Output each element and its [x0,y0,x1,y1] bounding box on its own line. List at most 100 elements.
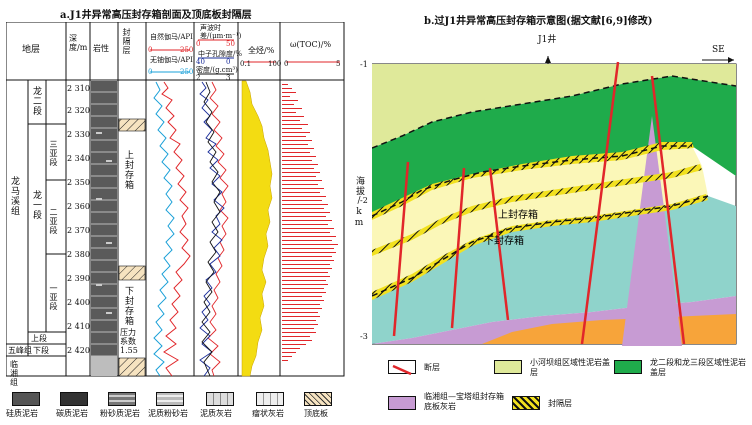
legend-roof-floor: 顶底板 [304,409,328,418]
header-depth: 深度/m [69,34,88,52]
legend-seal-layer: 封隔层 [548,399,572,408]
acoustic-min: 0 [196,40,201,48]
nodular-limestone-icon [256,392,284,406]
depth-2340: 2 340 [67,154,90,163]
pressure-coefficient: 压力系数1.55 [120,328,138,355]
legend-nodular-limestone: 瘤状灰岩 [252,409,284,418]
depth-2400: 2 400 [67,298,90,307]
depth-2390: 2 390 [67,274,90,283]
header-gr-natural: 自然伽马/API [150,33,193,41]
muddy-limestone-icon [206,392,234,406]
header-gr-nou: 无铀伽马/API [150,56,193,64]
upper-box-layer [372,146,702,252]
long23-layer [372,76,736,216]
legend-muddy-siltstone: 泥质粉砂岩 [148,409,188,418]
neutron-curve [199,81,225,377]
acoustic-max: 50 [226,40,235,48]
carbonaceous-mudstone-icon [60,392,88,406]
lower-seal-box [118,357,146,377]
muddy-siltstone-icon [156,392,184,406]
linxiang-floor-icon [388,396,416,410]
legend-fault: 断层 [424,363,440,372]
long23-cap-icon [614,360,642,374]
right-legend: 断层 小河坝组区域性泥岩盖层 龙二段和龙三段区域性泥岩盖层 临湘组—宝塔组封存箱… [388,356,752,424]
lower-box-text: 下封存箱 [484,234,524,247]
depth-2360: 2 360 [67,202,90,211]
left-title: a.J1井异常高压封存箱剖面及顶底板封隔层 [60,10,252,21]
legend-siliceous-mudstone: 硅质泥岩 [6,409,38,418]
well-label: J1井 [538,35,557,45]
neutron-max: 0 [226,58,231,66]
siliceous-mudstone-icon [12,392,40,406]
fault-icon [388,360,416,376]
density-min: 2 [196,74,201,82]
neutron-min: 40 [196,58,205,66]
toc-max: 5 [336,60,341,68]
header-density: 密度/(g.cm³) [196,66,238,74]
right-title: b.过J1井异常高压封存箱示意图(据文献[6,9]修改) [424,16,653,27]
wufeng-formation: 五峰组 [8,346,32,355]
formation-longmaxi: 龙马溪组 [9,176,19,216]
depth-2370: 2 370 [67,226,90,235]
upper-section: 上段 [31,334,47,343]
header-neutron: 中子孔隙度/% [198,50,243,58]
depth-2410: 2 410 [67,322,90,331]
depth-2330: 2 330 [67,130,90,139]
upper-box-label: 上封存箱 [123,150,133,190]
header-seal: 封隔层 [122,28,131,55]
upper-seal-box [118,118,146,132]
depth-2350: 2 350 [67,178,90,187]
silty-mudstone-icon [108,392,136,406]
total-hydrocarbon-fill [241,80,273,377]
lower-box-layer [372,166,708,296]
acoustic-curve [207,81,229,377]
gas-min: 0.1 [240,60,252,68]
legend-silty-mudstone: 粉砂质泥岩 [100,409,140,418]
member-long1: 龙一段 [31,190,41,220]
ytick-1: -1 [360,60,368,69]
lower-box-label: 下封存箱 [123,286,133,326]
legend-long23: 龙二段和龙三段区域性泥岩盖层 [650,358,746,377]
legend-muddy-limestone: 泥质灰岩 [200,409,232,418]
seal-stripe-2 [372,164,702,256]
xiaoheba-cap-icon [494,360,522,374]
upper-box-text: 上封存箱 [498,208,538,221]
header-lithology: 岩性 [93,44,109,53]
gr-nou-max: 250 [180,68,194,76]
legend-xiaoheba: 小河坝组区域性泥岩盖层 [530,358,610,377]
gr-natural-max: 250 [180,46,194,54]
uranium-free-gamma-curve [153,81,175,377]
gas-max: 100 [268,60,282,68]
xiaoheba-layer [372,64,736,148]
gr-nou-min: 0 [148,68,153,76]
legend-linxiang: 临湘组—宝塔组封存箱底板灰岩 [424,392,504,411]
header-toc: ω(TOC)/% [290,40,332,49]
lower-section: 下段 [33,346,49,355]
toc-min: 0 [284,60,289,68]
gr-natural-min: 0 [148,46,153,54]
density-curve [201,81,221,377]
depth-2420: 2 420 [67,346,90,355]
depth-2320: 2 320 [67,106,90,115]
header-acoustic: 声波时差/(μm·m⁻¹) [200,24,242,40]
depth-2380: 2 380 [67,250,90,259]
ytick-3: -3 [360,332,368,341]
well-log-panel [6,22,345,377]
y-axis-label: 海拔/km [354,176,364,229]
legend-carbonaceous-mudstone: 碳质泥岩 [56,409,88,418]
direction-label: SE [712,45,725,55]
purple-peak [622,116,682,346]
toc-bars [282,84,338,361]
seal-layer-icon [512,396,540,410]
linxiang-formation: 临湘组 [10,360,18,387]
cross-section-panel: 上封存箱 下封存箱 [372,56,737,346]
density-max: 3 [226,74,231,82]
lithology-legend: 硅质泥岩 碳质泥岩 粉砂质泥岩 泥质粉砂岩 泥质灰岩 瘤状灰岩 顶底板 [6,392,346,422]
lithology-column [91,81,117,376]
sub-member-3: 三亚段 [49,140,58,167]
header-stratum: 地层 [22,45,41,55]
depth-2310: 2 310 [67,84,90,93]
sub-member-2: 二亚段 [49,208,58,235]
middle-seal-box [118,265,146,281]
ytick-2: -2 [360,196,368,205]
